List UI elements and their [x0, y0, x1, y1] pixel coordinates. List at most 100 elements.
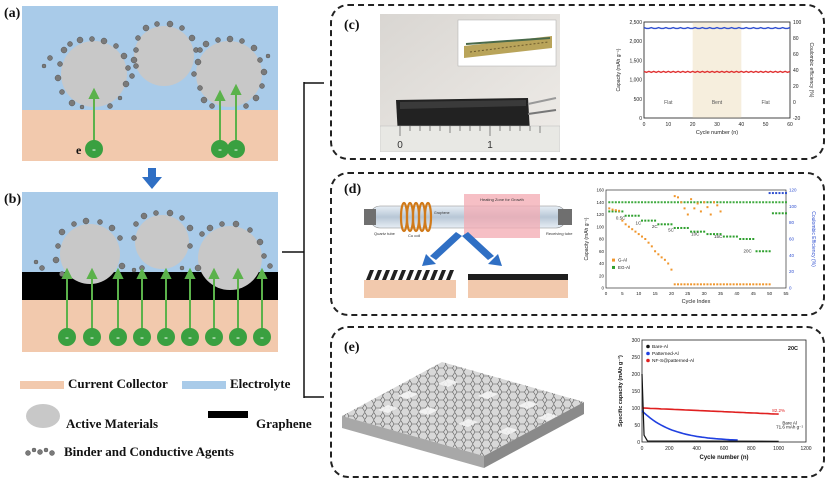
data-point-g-al-low [696, 283, 699, 286]
data-point-g-al [713, 201, 715, 204]
data-point-eg-al [621, 210, 624, 213]
data-point-eg-al [742, 238, 745, 240]
x-tick-label: 50 [763, 122, 769, 128]
annotation-value: 71.6 mAh g⁻¹ [776, 424, 803, 429]
y-tick-label: 1,500 [629, 58, 642, 64]
x-tick-label: 40 [739, 122, 745, 128]
data-point-g-al [627, 225, 630, 228]
data-point-ce [742, 201, 745, 204]
electron-minus: - [234, 142, 238, 156]
data-point-eg-al [670, 223, 673, 226]
data-point-eg-al [739, 238, 742, 240]
data-point-ce [624, 201, 627, 204]
x-tick-label: 20 [690, 122, 696, 128]
electron-minus: - [65, 330, 69, 344]
data-point-ce [785, 201, 787, 204]
region-label: Flat [761, 100, 770, 106]
data-point-g-al [690, 198, 693, 201]
data-point-eg-al [706, 233, 709, 236]
device-label-cucoil: Cu coil [408, 233, 420, 238]
data-point-ce [762, 201, 765, 204]
data-point-ce [755, 201, 758, 204]
y-right-tick-label: 60 [793, 52, 799, 58]
legend-marker [646, 344, 650, 349]
data-point-g-al [624, 223, 627, 226]
data-point-eg-al [647, 219, 650, 222]
y-right-tick-label: -20 [793, 116, 800, 122]
y-right-tick-label: 40 [793, 68, 799, 74]
electron-minus: - [140, 330, 144, 344]
x-tick-label: 0 [641, 446, 644, 452]
data-point-eg-al [686, 226, 689, 229]
electron-path-arrows [88, 83, 242, 141]
data-point-ce [621, 201, 624, 204]
x-tick-label: 400 [692, 446, 701, 452]
legend-eg-al: EG-Al [618, 265, 630, 270]
data-point-ce [673, 201, 676, 204]
active-particle [135, 215, 189, 269]
data-point-g-al [719, 210, 722, 213]
data-point-g-al [647, 241, 650, 244]
data-point-ce [765, 201, 768, 204]
x-tick-label: 40 [734, 291, 740, 296]
legend-swatch-electrolyte [182, 381, 226, 389]
electron-minus: - [218, 142, 222, 156]
data-point-g-al-low [699, 283, 702, 286]
series-nf-s [641, 407, 779, 415]
y-right-tick-label: 100 [793, 20, 802, 26]
data-point-ce [752, 201, 755, 204]
data-point-ce [758, 201, 761, 204]
data-point-eg-al [709, 233, 712, 236]
data-point-g-al-low [709, 283, 712, 286]
series-coulombic-efficiency [643, 26, 791, 30]
y-right-tick-label: 80 [789, 220, 795, 225]
plot-border [643, 21, 791, 119]
y-axis-label: Capacity (mAh g⁻¹) [584, 217, 590, 260]
legend-current-collector: Current Collector [68, 376, 168, 391]
data-point-g-al [680, 201, 683, 204]
data-point-ce-blue [771, 192, 774, 195]
data-point-g-al-low [739, 283, 742, 286]
data-point-ce [631, 201, 634, 204]
electron-icon [227, 140, 245, 158]
data-point-ce [657, 201, 660, 204]
data-point-eg-al [683, 226, 686, 229]
data-point-eg-al [696, 230, 699, 233]
x-tick-label: 1000 [773, 446, 784, 452]
rate-label: 15C [714, 234, 723, 239]
data-point-eg-al [641, 219, 643, 222]
data-point-g-al-low [722, 283, 725, 286]
data-point-g-al-low [732, 283, 735, 286]
data-point-ce [699, 201, 702, 204]
y-right-axis-label: Coulombic efficiency (%) [808, 43, 814, 98]
data-point-g-al-low [686, 283, 689, 286]
legend-entry: NF-S@patterned-Al [652, 358, 694, 364]
y-tick-label: 0 [601, 286, 604, 291]
schematic-b: - - - - - - - - - [22, 192, 278, 352]
y-tick-label: 140 [596, 200, 604, 205]
data-point-eg-al [693, 230, 696, 233]
data-point-g-al-low [713, 283, 715, 286]
data-point-eg-al [614, 210, 617, 213]
y-right-tick-label: 0 [789, 286, 792, 291]
data-point-g-al [650, 245, 653, 248]
data-point-g-al-low [719, 283, 722, 286]
y-tick-label: 500 [634, 97, 643, 103]
ruler-number: 0 [397, 140, 403, 151]
legend-electrolyte: Electrolyte [230, 376, 291, 391]
data-point-eg-al [654, 219, 657, 222]
data-point-ce [611, 201, 614, 204]
data-point-g-al-low [735, 283, 738, 286]
data-point-g-al-low [706, 283, 709, 286]
region-label: Bent [712, 100, 723, 106]
data-point-ce [647, 201, 650, 204]
chart-c: 2,5002,0001,5001,0005000100806040200-200… [616, 20, 814, 136]
data-point-ce [775, 201, 778, 204]
data-point-ce [729, 201, 732, 204]
data-point-g-al [703, 201, 706, 204]
data-point-ce [745, 201, 748, 204]
data-point-ce-blue [781, 192, 784, 195]
legend-swatch-eg-al [612, 265, 615, 269]
data-point-g-al-low [758, 283, 761, 286]
